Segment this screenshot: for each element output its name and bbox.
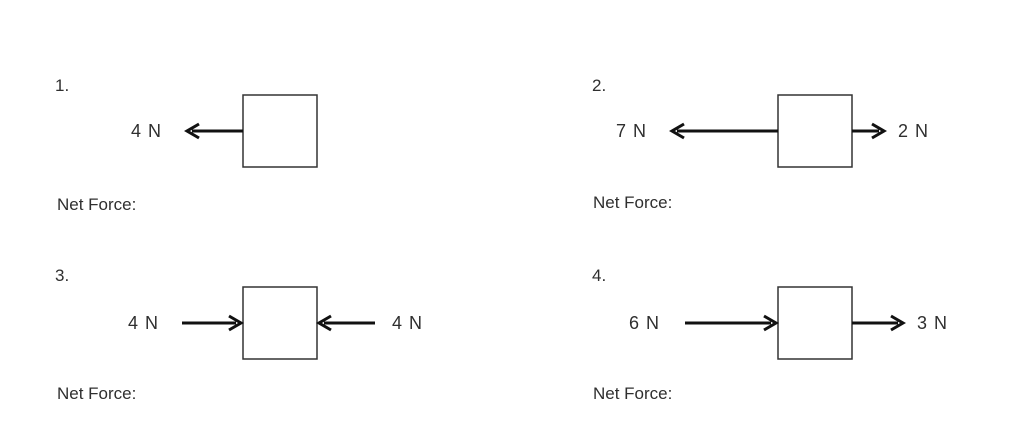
block-box	[777, 94, 853, 168]
force-label: 4 N	[131, 121, 163, 141]
force-arrow-right-icon	[685, 314, 779, 332]
force-arrow-left-icon	[184, 122, 243, 140]
force-arrow-left-icon	[316, 314, 375, 332]
problem-1: 1. 4 N Net Force:	[0, 0, 509, 214]
force-label: 4 N	[392, 313, 424, 333]
force-label: 3 N	[917, 313, 949, 333]
block-box	[242, 94, 318, 168]
net-force-label: Net Force:	[593, 384, 673, 403]
force-arrow-right-icon	[182, 314, 244, 332]
problem-number: 3.	[55, 266, 70, 285]
force-label: 4 N	[128, 313, 160, 333]
force-label: 6 N	[629, 313, 661, 333]
force-diagram	[182, 286, 375, 360]
force-label: 2 N	[898, 121, 930, 141]
problem-number: 4.	[592, 266, 607, 285]
force-diagram	[685, 286, 906, 360]
force-arrow-right-icon	[852, 122, 887, 140]
problem-2: 2. 7 N 2 N Net Force:	[509, 0, 1018, 212]
net-force-label: Net Force:	[593, 193, 673, 212]
force-arrow-right-icon	[852, 314, 906, 332]
problem-number: 2.	[592, 76, 607, 95]
problem-3: 3. 4 N 4 N Net Force:	[0, 210, 509, 410]
force-arrow-left-icon	[669, 122, 778, 140]
force-label: 7 N	[616, 121, 648, 141]
block-box	[777, 286, 853, 360]
net-force-label: Net Force:	[57, 195, 137, 214]
net-force-label: Net Force:	[57, 384, 137, 403]
force-diagram	[184, 94, 318, 168]
problem-number: 1.	[55, 76, 70, 95]
block-box	[242, 286, 318, 360]
force-diagram	[669, 94, 887, 168]
problem-4: 4. 6 N 3 N Net Force:	[509, 210, 1018, 410]
